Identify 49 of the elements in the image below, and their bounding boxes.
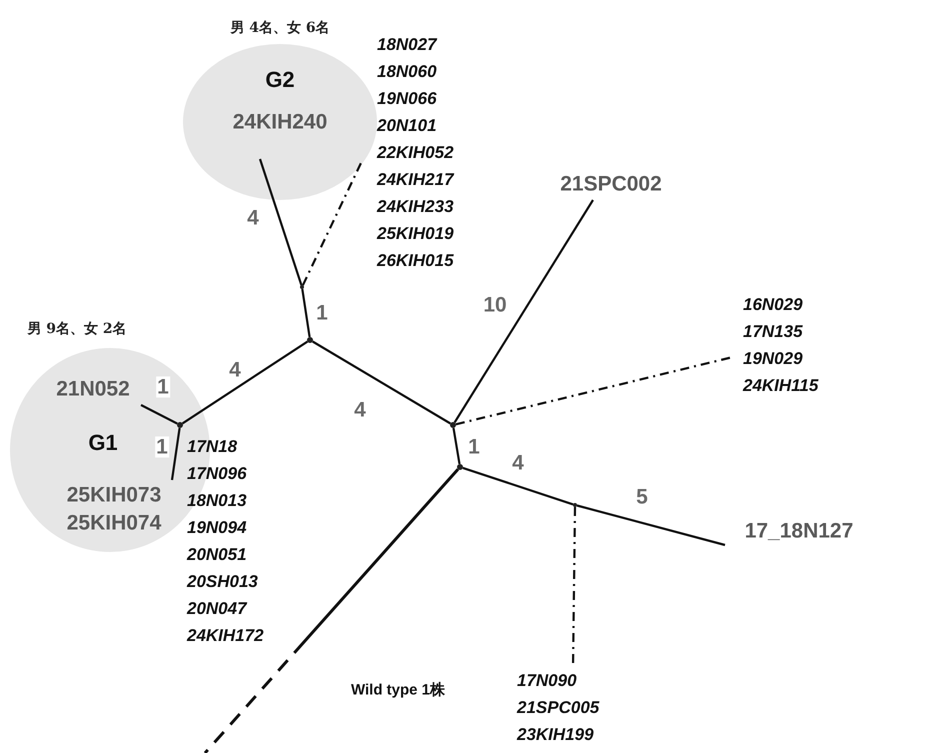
- sample-id: 23KIH199: [517, 726, 594, 743]
- branch-line: [312, 340, 451, 424]
- branch-line: [462, 466, 574, 506]
- sample-id: 19N066: [377, 90, 437, 107]
- group-heading: 男 4名、女 6名: [230, 21, 330, 35]
- sample-id: 17N135: [743, 323, 803, 340]
- branch-line: [301, 288, 311, 338]
- sample-id: 22KIH052: [377, 144, 454, 161]
- branch-line: [454, 199, 594, 424]
- sample-id: 24KIH217: [377, 171, 454, 188]
- sample-id: 17N18: [187, 438, 238, 455]
- sample-id: 20N101: [377, 117, 437, 134]
- branch-line: [204, 468, 460, 753]
- branch-line: [170, 428, 181, 480]
- sample-id: 24KIH172: [187, 627, 264, 644]
- branch-line: [452, 428, 461, 464]
- sample-id: 18N060: [377, 63, 437, 80]
- sample-id: 17N090: [517, 672, 577, 689]
- sample-id: 20SH013: [187, 573, 258, 590]
- branch-line: [576, 504, 726, 546]
- sample-id: 25KIH074: [66, 512, 162, 534]
- sample-id: 26KIH015: [377, 252, 454, 269]
- sample-id: 21N052: [56, 378, 130, 400]
- sample-id: 25KIH019: [377, 225, 454, 242]
- sample-id: 21SPC005: [517, 699, 600, 716]
- branch-line: [182, 340, 308, 424]
- branch-line: [258, 158, 302, 286]
- edge-label: 1: [156, 376, 170, 398]
- sample-id: 18N027: [377, 36, 437, 53]
- group-heading: 男 9名、女 2名: [27, 322, 127, 336]
- sample-id: 24KIH233: [377, 198, 454, 215]
- sample-id: 20N047: [187, 600, 247, 617]
- group-label: G2: [265, 69, 295, 91]
- branch-line: [302, 162, 362, 286]
- sample-id: 17_18N127: [744, 520, 854, 542]
- sample-id: 16N029: [743, 296, 803, 313]
- annotation-text: Wild type 1株: [350, 682, 446, 698]
- sample-id: 20N051: [187, 546, 247, 563]
- group-label: G1: [88, 432, 118, 454]
- edge-label: 1: [155, 436, 169, 458]
- sample-id: 19N029: [743, 350, 803, 367]
- sample-id: 24KIH115: [743, 377, 818, 394]
- sample-id: 24KIH240: [232, 112, 328, 132]
- sample-id: 21SPC002: [560, 174, 662, 194]
- branch-line: [140, 404, 178, 425]
- sample-id: 19N094: [187, 519, 247, 536]
- sample-id: 17N096: [187, 465, 247, 482]
- sample-id: 18N013: [187, 492, 247, 509]
- sample-id: 25KIH073: [66, 484, 162, 506]
